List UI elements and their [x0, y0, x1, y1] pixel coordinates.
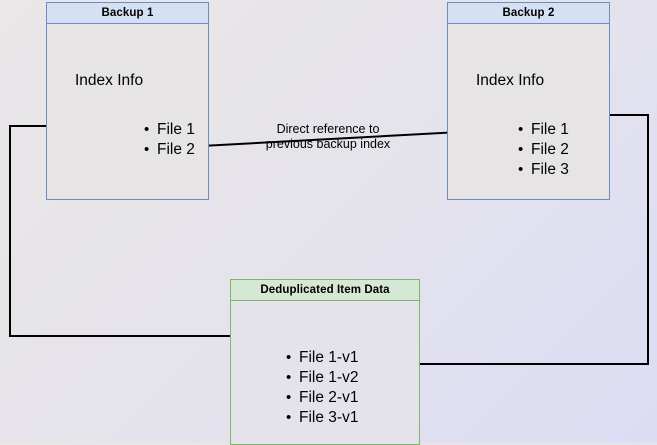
node-deduplicated-item-data-body: File 1-v1 File 1-v2 File 2-v1 File 3-v1	[231, 301, 419, 444]
list-item: File 3-v1	[286, 408, 359, 428]
edge-direct-reference	[162, 129, 498, 154]
node-backup-1-header: Backup 1	[47, 3, 208, 24]
node-backup-1-body: Index Info File 1 File 2	[47, 24, 208, 199]
node-backup-2-body: Index Info File 1 File 2 File 3	[448, 24, 609, 199]
list-item: File 1-v1	[286, 348, 359, 368]
node-deduplicated-item-data-header: Deduplicated Item Data	[231, 280, 419, 301]
node-deduplicated-item-data[interactable]: Deduplicated Item Data File 1-v1 File 1-…	[230, 279, 420, 445]
node-backup-2[interactable]: Backup 2 Index Info File 1 File 2 File 3	[447, 2, 610, 200]
list-item: File 2	[518, 140, 569, 160]
list-item: File 1	[518, 120, 569, 140]
list-item: File 3	[518, 160, 569, 180]
node-deduplicated-file-list: File 1-v1 File 1-v2 File 2-v1 File 3-v1	[277, 348, 359, 428]
list-item: File 1-v2	[286, 368, 359, 388]
node-backup-2-header: Backup 2	[448, 3, 609, 24]
node-backup-1-subtitle: Index Info	[75, 72, 144, 89]
list-item: File 1	[144, 120, 195, 140]
list-item: File 2-v1	[286, 388, 359, 408]
node-backup-2-file-list: File 1 File 2 File 3	[509, 120, 569, 180]
node-backup-1-file-list: File 1 File 2	[135, 120, 195, 160]
edge-label-direct-reference: Direct reference to previous backup inde…	[265, 122, 391, 151]
node-backup-2-subtitle: Index Info	[476, 72, 545, 89]
node-backup-1[interactable]: Backup 1 Index Info File 1 File 2	[46, 2, 209, 200]
list-item: File 2	[144, 140, 195, 160]
